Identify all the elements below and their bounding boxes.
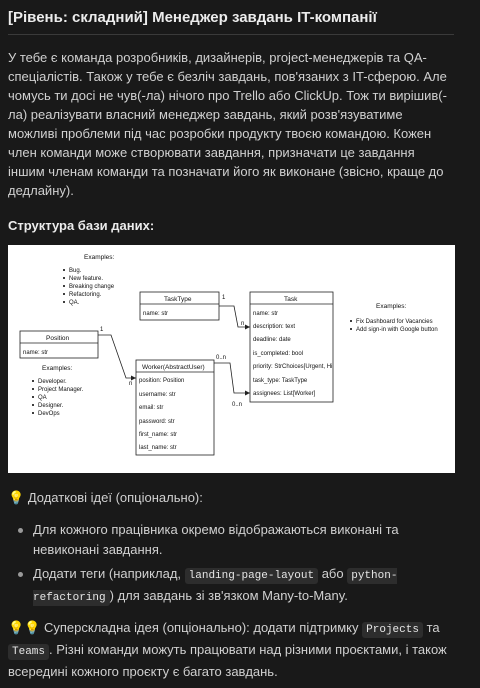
database-diagram: Examples: Bug. New feature. Breaking cha… <box>8 245 455 473</box>
super-idea-text: та <box>426 620 440 635</box>
bullet-dot <box>63 269 65 271</box>
position-example-item: QA <box>38 395 47 401</box>
light-bulb-icon: 💡 <box>8 620 25 635</box>
worker-field: email: str <box>139 405 163 411</box>
page-title: [Рівень: складний] Менеджер завдань IT-к… <box>8 8 454 35</box>
task-title: Task <box>284 296 298 303</box>
worker-field: position: Position <box>139 378 184 384</box>
list-item: Для кожного працівника окремо відображаю… <box>8 520 448 560</box>
worker-field: first_name: str <box>139 432 177 438</box>
task-field: assignees: List[Worker] <box>253 391 316 397</box>
super-idea-paragraph: 💡💡 Суперскладна ідея (опціонально): дода… <box>8 618 448 682</box>
inline-code: landing-page-layout <box>184 568 319 584</box>
worker-title: Worker(AbstractUser) <box>142 364 205 371</box>
ideas-heading: 💡 Додаткові ідеї (опціонально): <box>8 490 203 506</box>
idea-text: Для кожного працівника окремо відображаю… <box>33 522 399 557</box>
worker-box <box>135 359 215 456</box>
tasktype-field: name: str <box>143 311 168 317</box>
multiplicity-label: 1 <box>100 327 104 333</box>
tasktype-example-item: QA. <box>69 300 80 306</box>
multiplicity-label: 0..n <box>216 355 226 361</box>
multiplicity-label: 1 <box>222 295 226 301</box>
light-bulb-icon: 💡 <box>24 620 41 635</box>
tasktype-example-item: Breaking change <box>69 284 115 290</box>
task-box <box>249 291 334 403</box>
task-field: task_type: TaskType <box>253 378 308 384</box>
task-example-item: Add sign-in with Google button <box>356 327 438 333</box>
tasktype-example-item: Refactoring. <box>69 292 102 298</box>
arrow-head <box>131 375 136 381</box>
tasktype-box <box>139 291 220 321</box>
worker-field: username: str <box>139 392 176 398</box>
bullet-dot <box>32 380 34 382</box>
super-idea-text: . Різні команди можуть працювати над різ… <box>8 642 447 679</box>
ideas-heading-text: Додаткові ідеї (опціонально): <box>27 490 203 505</box>
task-field: name: str <box>253 311 278 317</box>
bullet-dot <box>350 320 352 322</box>
relation-position-worker: 1 n <box>98 327 136 387</box>
tasktype-example-item: Bug. <box>69 268 82 274</box>
worker-field: password: str <box>139 419 175 425</box>
tasktype-title: TaskType <box>164 296 192 303</box>
bullet-dot <box>63 277 65 279</box>
super-idea-text: Суперскладна ідея (опціонально): додати … <box>44 620 359 635</box>
position-example-item: Developer. <box>38 379 67 385</box>
task-field: description: text <box>253 324 295 330</box>
tasktype-entity: TaskType name: str <box>139 291 220 321</box>
multiplicity-label: 0..n <box>232 402 242 408</box>
arrow-head <box>245 390 250 396</box>
bullet-dot <box>32 404 34 406</box>
position-entity: Position name: str <box>19 330 99 359</box>
uml-diagram-svg: Examples: Bug. New feature. Breaking cha… <box>19 254 438 456</box>
position-example-item: DevOps <box>38 411 60 417</box>
position-title: Position <box>46 335 70 342</box>
task-example-item: Fix Dashboard for Vacancies <box>356 319 433 325</box>
relation-worker-task: 0..n 0..n <box>214 355 250 408</box>
idea-text: або <box>321 566 344 581</box>
tasktype-example-item: New feature. <box>69 276 103 282</box>
idea-text: Додати теги (наприклад, <box>33 566 182 581</box>
bullet-dot <box>350 328 352 330</box>
bullet-dot <box>63 285 65 287</box>
worker-field: last_name: str <box>139 445 177 451</box>
inline-code: Projects <box>362 622 423 638</box>
light-bulb-icon: 💡 <box>8 490 25 505</box>
tasktype-examples-list: Bug. New feature. Breaking change Refact… <box>63 268 115 306</box>
intro-paragraph: У тебе є команда розробників, дизайнерів… <box>8 50 447 198</box>
position-box <box>19 330 99 359</box>
tasktype-examples-label: Examples: <box>84 254 115 261</box>
idea-text: ) для завдань зі зв'язком Many-to-Many. <box>109 588 348 603</box>
position-field: name: str <box>23 350 48 356</box>
bullet-dot <box>32 396 34 398</box>
multiplicity-label: n <box>241 321 244 327</box>
ideas-list: Для кожного працівника окремо відображаю… <box>8 520 448 612</box>
task-field: priority: StrChoices[Urgent, Hi <box>253 364 332 370</box>
db-structure-heading: Структура бази даних: <box>8 218 155 233</box>
task-field: deadline: date <box>253 337 291 343</box>
position-example-item: Designer. <box>38 403 64 409</box>
relation-line <box>98 334 136 379</box>
multiplicity-label: n <box>129 381 132 387</box>
task-examples-label: Examples: <box>376 303 407 310</box>
bullet-dot <box>32 388 34 390</box>
position-example-item: Project Manager. <box>38 387 84 393</box>
task-entity: Task name: str description: text deadlin… <box>249 291 334 403</box>
position-examples-label: Examples: <box>42 365 73 372</box>
relation-line <box>214 362 250 394</box>
worker-entity: Worker(AbstractUser) position: Position … <box>135 359 215 456</box>
arrow-head <box>245 324 250 330</box>
bullet-dot <box>63 293 65 295</box>
list-item: Додати теги (наприклад, landing-page-lay… <box>8 564 448 608</box>
relation-line <box>219 305 250 328</box>
task-field: is_completed: bool <box>253 351 303 357</box>
bullet-dot <box>32 412 34 414</box>
bullet-dot <box>63 301 65 303</box>
inline-code: Teams <box>8 644 50 660</box>
relation-tasktype-task: 1 n <box>219 295 250 330</box>
